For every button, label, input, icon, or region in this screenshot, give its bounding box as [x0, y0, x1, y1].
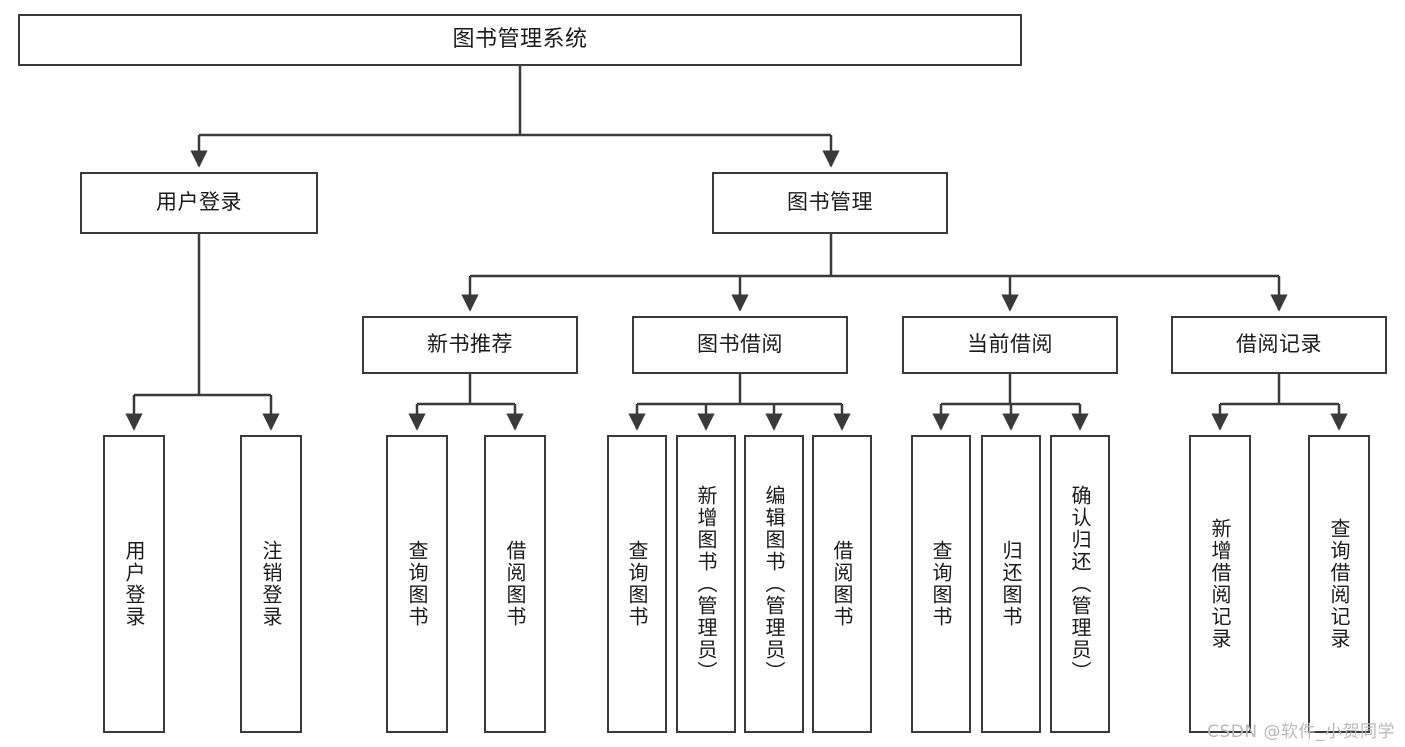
node-label-new-book-recommend: 新书推荐 [427, 332, 513, 357]
node-label-borrow-record: 借阅记录 [1236, 332, 1322, 357]
leaf-label-query-book-current: 查询图书 [929, 540, 953, 628]
leaf-label-return-book: 归还图书 [999, 540, 1023, 628]
leaf-query-book-current[interactable]: 查询图书 [911, 435, 971, 733]
leaf-label-edit-book-admin: 编辑图书（管理员） [762, 485, 786, 683]
leaf-confirm-return-admin[interactable]: 确认归还（管理员） [1050, 435, 1110, 733]
node-label-root: 图书管理系统 [452, 26, 588, 52]
leaf-add-borrow-record[interactable]: 新增借阅记录 [1189, 435, 1251, 733]
node-label-current-borrow: 当前借阅 [967, 332, 1053, 357]
leaf-query-book-recommend[interactable]: 查询图书 [386, 435, 448, 733]
leaf-edit-book-admin[interactable]: 编辑图书（管理员） [744, 435, 804, 733]
node-label-book-management: 图书管理 [787, 190, 873, 215]
node-label-book-borrow: 图书借阅 [697, 332, 783, 357]
leaf-query-book-borrow[interactable]: 查询图书 [607, 435, 667, 733]
leaf-label-user-logout: 注销登录 [259, 540, 283, 628]
leaf-label-query-book-recommend: 查询图书 [405, 540, 429, 628]
leaf-label-user-login: 用户登录 [122, 540, 146, 628]
node-new-book-recommend[interactable]: 新书推荐 [362, 316, 578, 374]
leaf-borrow-book[interactable]: 借阅图书 [812, 435, 872, 733]
leaf-return-book[interactable]: 归还图书 [981, 435, 1041, 733]
leaf-user-logout[interactable]: 注销登录 [240, 435, 302, 733]
leaf-label-query-borrow-record: 查询借阅记录 [1327, 518, 1351, 650]
leaf-add-book-admin[interactable]: 新增图书（管理员） [676, 435, 736, 733]
leaf-user-login[interactable]: 用户登录 [103, 435, 165, 733]
leaf-label-add-borrow-record: 新增借阅记录 [1208, 518, 1232, 650]
node-book-management[interactable]: 图书管理 [712, 172, 948, 234]
node-root-system[interactable]: 图书管理系统 [18, 14, 1022, 66]
leaf-borrow-book-recommend[interactable]: 借阅图书 [484, 435, 546, 733]
node-label-user-login: 用户登录 [156, 190, 242, 215]
leaf-label-borrow-book-recommend: 借阅图书 [503, 540, 527, 628]
leaf-label-borrow-book: 借阅图书 [830, 540, 854, 628]
node-current-borrow[interactable]: 当前借阅 [902, 316, 1118, 374]
leaf-query-borrow-record[interactable]: 查询借阅记录 [1308, 435, 1370, 733]
node-book-borrow[interactable]: 图书借阅 [632, 316, 848, 374]
node-user-login[interactable]: 用户登录 [80, 172, 318, 234]
leaf-label-query-book-borrow: 查询图书 [625, 540, 649, 628]
node-borrow-record[interactable]: 借阅记录 [1171, 316, 1387, 374]
leaf-label-confirm-return-admin: 确认归还（管理员） [1068, 485, 1092, 683]
leaf-label-add-book-admin: 新增图书（管理员） [694, 485, 718, 683]
